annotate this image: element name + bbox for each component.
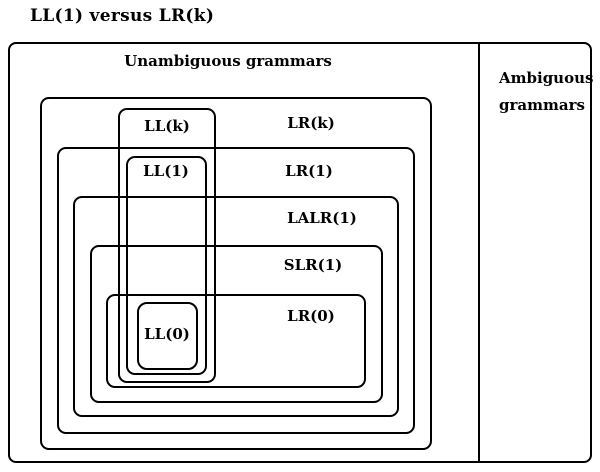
lr-0-set-box (106, 294, 366, 388)
lalr-1-label: LALR(1) (287, 209, 357, 227)
slr-1-label: SLR(1) (283, 256, 343, 274)
ambiguous-label-line1: Ambiguous (499, 69, 594, 87)
diagram-title: LL(1) versus LR(k) (30, 6, 215, 26)
lr-0-label: LR(0) (287, 307, 335, 325)
lr-k-set-box (40, 97, 432, 450)
ll-k-set-box (118, 108, 216, 383)
lr-1-label: LR(1) (285, 162, 333, 180)
ll-0-label: LL(0) (144, 325, 190, 343)
outer-grammars-box (8, 42, 592, 463)
lalr-1-set-box (73, 196, 399, 417)
ambiguous-label-line2: grammars (499, 96, 585, 114)
ll-0-set-box (137, 302, 198, 370)
ambiguous-region-divider-line (478, 42, 480, 463)
lr-1-set-box (57, 147, 415, 434)
ambiguous-region-label: Ambiguous grammars (499, 65, 593, 119)
ll-k-label: LL(k) (144, 117, 190, 135)
slr-1-set-box (90, 245, 383, 403)
unambiguous-region-label: Unambiguous grammars (124, 52, 332, 70)
lr-k-label: LR(k) (287, 114, 335, 132)
ll-1-label: LL(1) (143, 162, 189, 180)
ll-1-set-box (126, 156, 207, 375)
